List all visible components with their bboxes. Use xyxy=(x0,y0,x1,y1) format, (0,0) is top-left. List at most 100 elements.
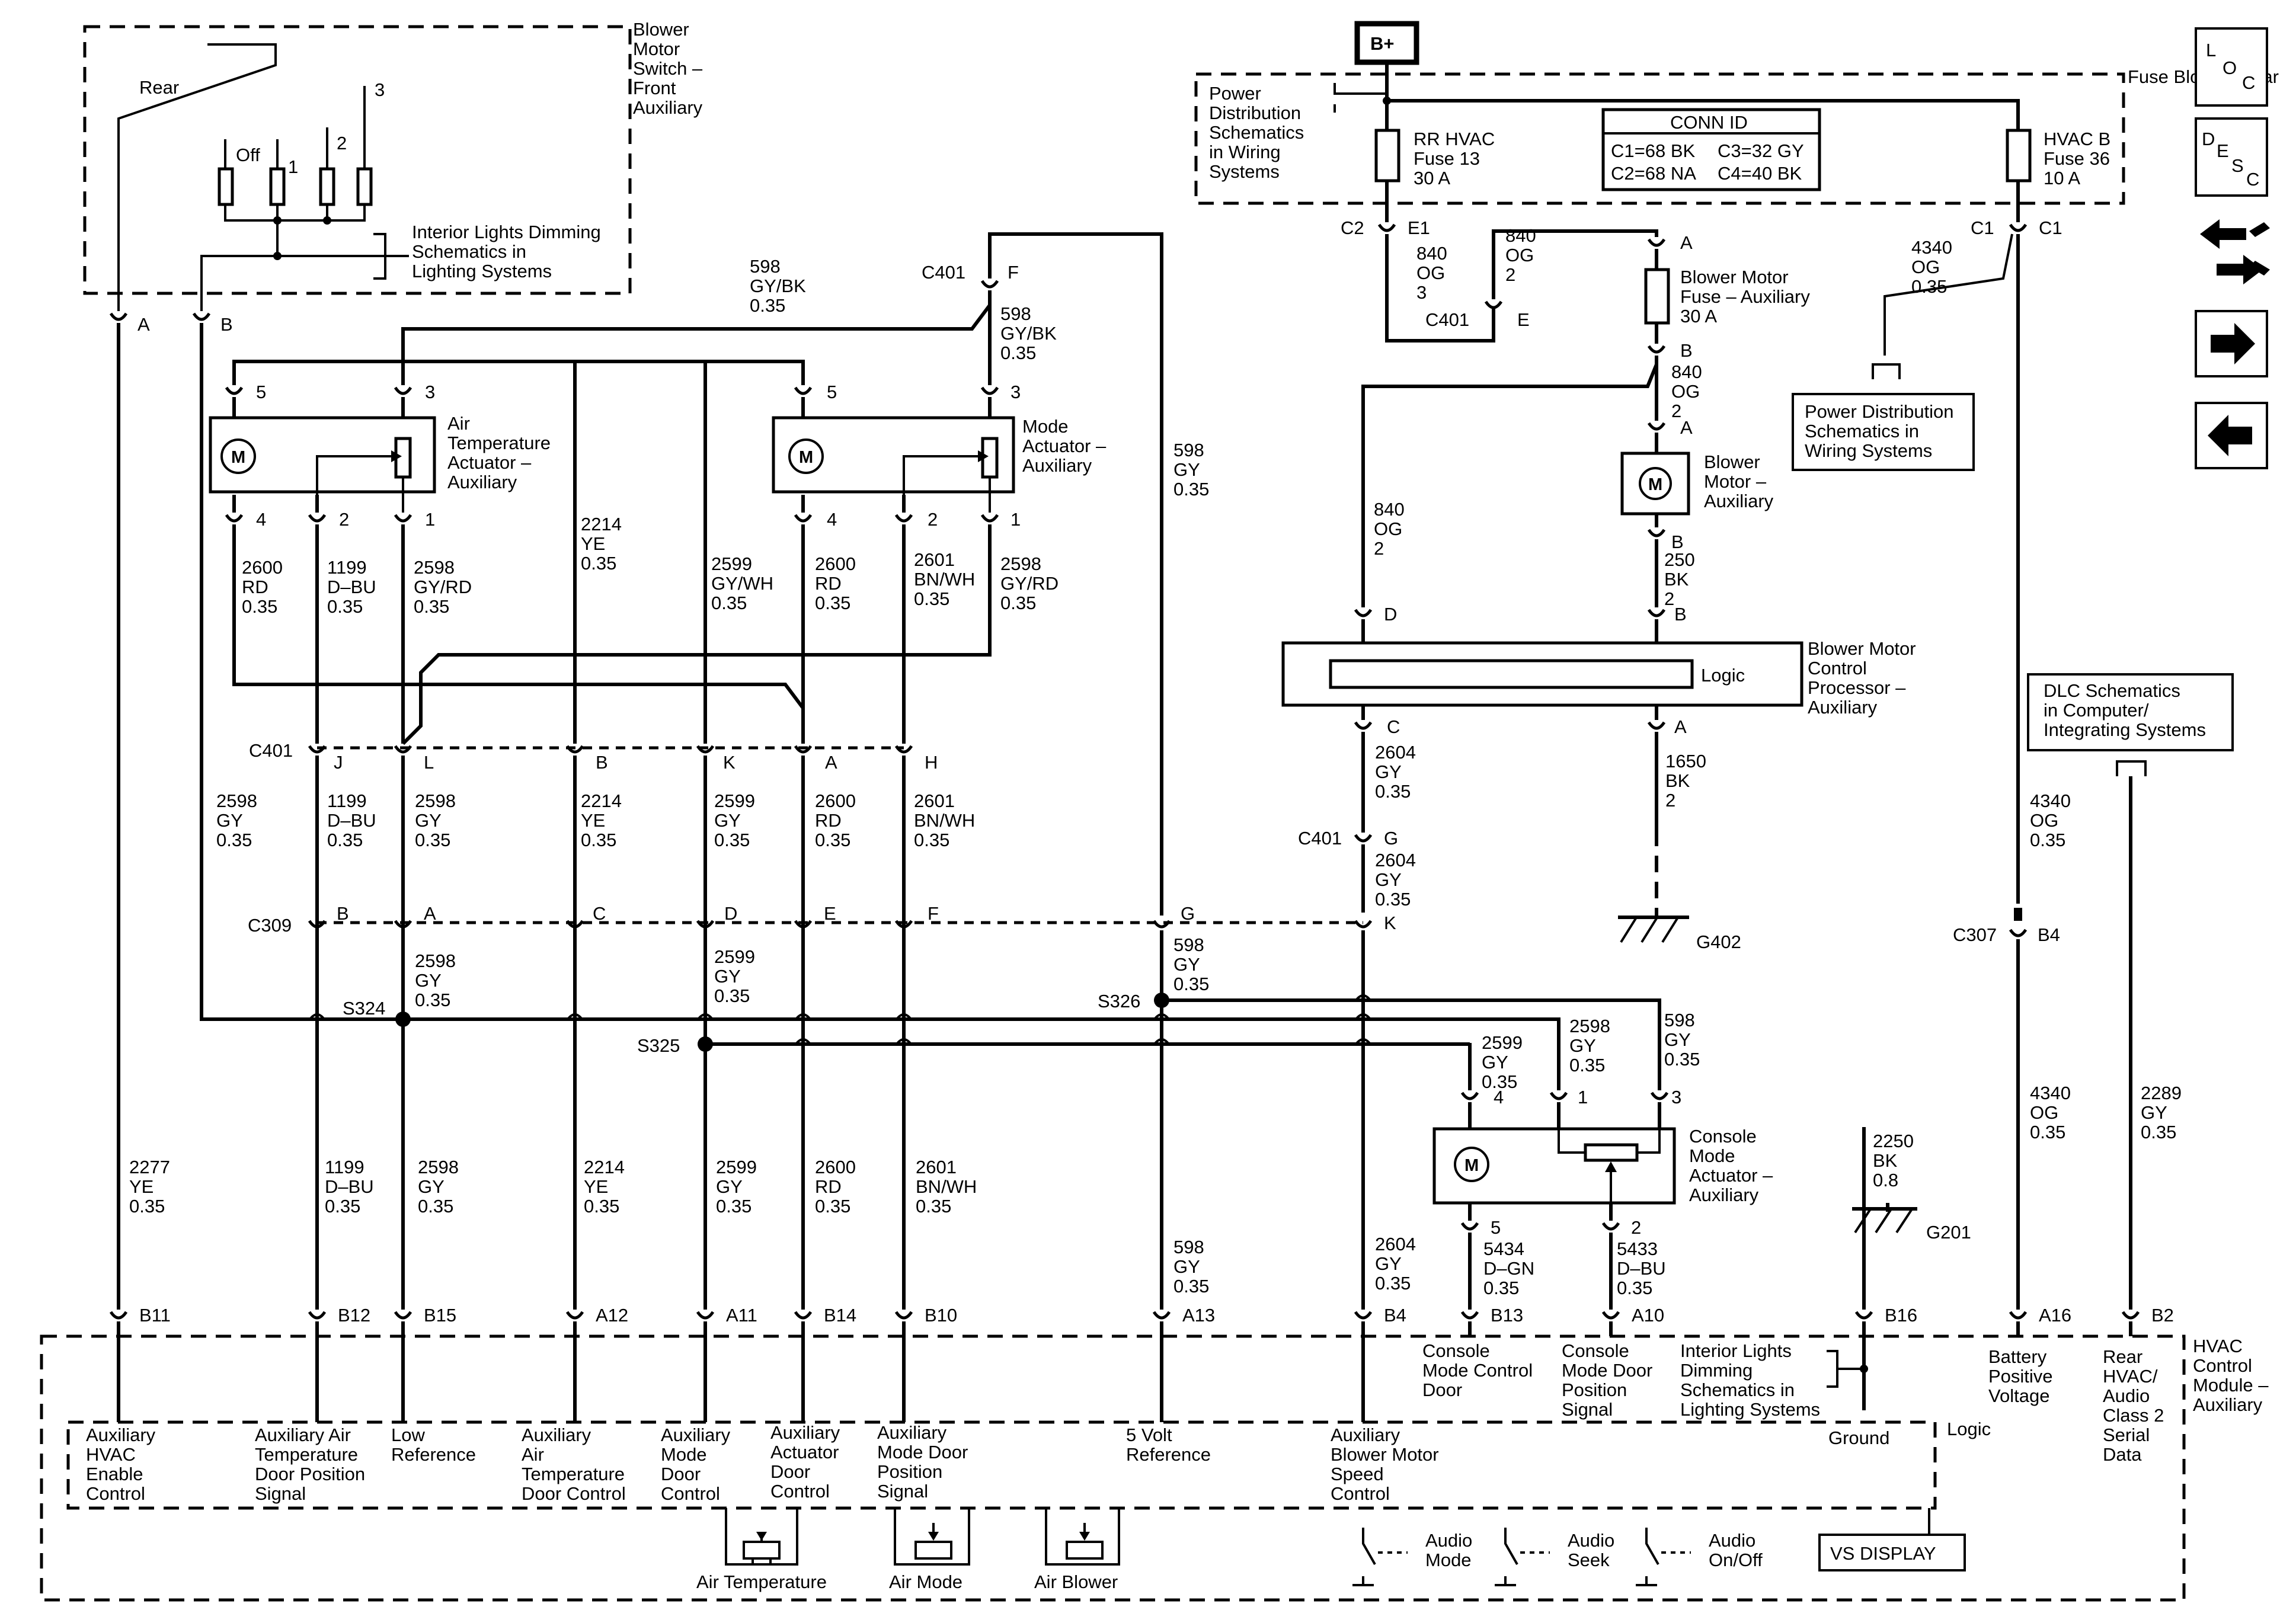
c309-name: C309 xyxy=(248,915,292,936)
func-5v-ref-1: 5 Volt xyxy=(1126,1425,1172,1445)
c401-e-name: C401 xyxy=(1425,309,1469,330)
func-blower-speed-3: Speed xyxy=(1331,1464,1384,1484)
func-blower-speed-1: Auxiliary xyxy=(1331,1425,1400,1445)
wire-840-top-size: 3 xyxy=(1416,282,1427,303)
wire-2598-a-color: GY/RD xyxy=(414,577,472,597)
func-aux-hvac-enable-4: Control xyxy=(86,1483,145,1504)
pot-air-temperature: Air Temperature xyxy=(696,1508,827,1592)
c401-connector-row: C401 J L B K A H xyxy=(249,740,938,773)
module-pin-b10: B10 xyxy=(925,1305,957,1326)
wire-598-mid-size: 0.35 xyxy=(1173,479,1209,500)
wire-840-b: 840 xyxy=(1671,361,1702,382)
func-mode-pos-1: Auxiliary xyxy=(877,1422,947,1443)
conn-id-c3: C3=32 GY xyxy=(1718,140,1804,161)
desc-button[interactable]: D E S C xyxy=(2195,117,2268,197)
wire-2601-a-size: 0.35 xyxy=(914,588,949,609)
wire-4340-top-color: OG xyxy=(1911,257,1940,277)
wire-4340-mid-color: OG xyxy=(2030,810,2058,831)
func-air-temp-pos-2: Temperature xyxy=(255,1444,358,1465)
wire-598-top-size: 0.35 xyxy=(750,295,785,316)
wire-2598-f-color: GY xyxy=(1569,1035,1596,1056)
wire-598-g-size: 0.35 xyxy=(1173,974,1209,994)
splice-s326: S326 xyxy=(1098,991,1140,1012)
wire-2598-e-size: 0.35 xyxy=(415,990,450,1010)
power-dist-1: Power xyxy=(1209,83,1261,104)
wire-2601-a: 2601 xyxy=(914,549,955,570)
wire-2214-a-color: YE xyxy=(581,533,605,554)
func-mode-ctrl-4: Control xyxy=(661,1483,720,1504)
func-mode-ctrl-2: Mode xyxy=(661,1444,707,1465)
wire-1199-c-color: D–BU xyxy=(325,1176,374,1197)
splice-s324: S324 xyxy=(343,998,385,1019)
console-label-2: Mode xyxy=(1689,1145,1735,1166)
func-console-pos-1: Console xyxy=(1562,1340,1629,1361)
wire-598-g: 598 xyxy=(1173,934,1204,955)
wire-2598-a: 2598 xyxy=(414,557,455,578)
wire-2601-a-color: BN/WH xyxy=(914,569,975,590)
arrow-left-icon[interactable] xyxy=(2195,402,2268,469)
blower-fuse-label-2: Fuse – Auxiliary xyxy=(1680,286,1810,307)
wire-2277-color: YE xyxy=(129,1176,154,1197)
c307-name: C307 xyxy=(1953,924,1997,945)
func-mode-pos-4: Signal xyxy=(877,1481,928,1502)
air-temperature-actuator: 5 3 M Air Temperature Actuator – Auxilia… xyxy=(209,344,707,744)
wire-2598-c-color: GY xyxy=(216,810,243,831)
pin-a: A xyxy=(137,314,150,335)
proc-label-1: Blower Motor xyxy=(1808,638,1916,659)
wire-2600-c-color: RD xyxy=(815,810,842,831)
module-pin-a10: A10 xyxy=(1632,1305,1664,1326)
switch-off-label: Off xyxy=(236,145,260,165)
proc-pin-c: C xyxy=(1387,716,1400,737)
func-battery-2: Positive xyxy=(1988,1366,2053,1387)
dimming-ref-1: Interior Lights Dimming xyxy=(412,222,601,242)
func-actuator-ctrl-1: Auxiliary xyxy=(770,1422,840,1443)
wire-5433-size: 0.35 xyxy=(1617,1278,1652,1298)
wire-2601-b-color: BN/WH xyxy=(914,810,975,831)
func-serial-6: Data xyxy=(2103,1444,2142,1465)
c307-pin: B4 xyxy=(2038,924,2060,945)
wire-2598-b: 2598 xyxy=(1000,553,1041,574)
wire-598-f-size: 0.35 xyxy=(1000,343,1036,363)
wire-2598-e-color: GY xyxy=(415,970,442,991)
wire-1650-size: 2 xyxy=(1665,790,1675,811)
loc-button[interactable]: L O C xyxy=(2195,27,2268,107)
connector-swap-icon[interactable] xyxy=(2200,219,2270,284)
func-actuator-ctrl-2: Actuator xyxy=(770,1442,839,1462)
c309-pin-d: D xyxy=(724,903,737,924)
mode-pin-3: 3 xyxy=(1011,382,1021,402)
wire-5434-size: 0.35 xyxy=(1483,1278,1519,1298)
vs-display: VS DISPLAY xyxy=(1830,1543,1936,1564)
func-air-temp-ctrl-2: Air xyxy=(522,1444,544,1465)
wire-2214-c-color: YE xyxy=(584,1176,608,1197)
console-label-3: Actuator – xyxy=(1689,1165,1773,1186)
wire-2277-size: 0.35 xyxy=(129,1196,165,1217)
motor-pin-b: B xyxy=(1671,532,1684,552)
loc-c: C xyxy=(2242,72,2255,93)
wire-2600-a-size: 0.35 xyxy=(242,596,277,617)
func-mode-ctrl-1: Auxiliary xyxy=(661,1425,731,1445)
wire-2598-d-color: GY xyxy=(415,810,442,831)
wire-598-g-color: GY xyxy=(1173,954,1200,975)
conn-c1-left: C1 xyxy=(1971,217,1994,238)
switch-audio-onoff-1: Audio xyxy=(1709,1530,1755,1551)
module-title-1: HVAC xyxy=(2193,1336,2243,1356)
func-dimming-4: Lighting Systems xyxy=(1680,1399,1820,1420)
module-pin-b2: B2 xyxy=(2151,1305,2174,1326)
desc-s: S xyxy=(2231,155,2244,176)
func-low-ref-2: Reference xyxy=(391,1444,476,1465)
pot-air-mode: Air Mode xyxy=(889,1508,970,1592)
func-air-temp-ctrl-4: Door Control xyxy=(522,1483,626,1504)
module-pin-b12: B12 xyxy=(338,1305,370,1326)
conn-c1-right: C1 xyxy=(2039,217,2062,238)
wire-2214-b-color: YE xyxy=(581,810,605,831)
wire-2598-g: 2598 xyxy=(418,1157,459,1177)
conn-id-c2: C2=68 NA xyxy=(1611,163,1696,184)
wire-5433: 5433 xyxy=(1617,1238,1658,1259)
console-pin-2: 2 xyxy=(1631,1217,1641,1238)
wire-2250-color: BK xyxy=(1873,1150,1898,1171)
wire-4340-top: 4340 xyxy=(1911,237,1952,258)
hvac-control-module: HVAC Control Module – Auxiliary Logic B1… xyxy=(40,1305,2269,1602)
arrow-right-icon[interactable] xyxy=(2195,310,2268,377)
proc-pin-a: A xyxy=(1674,716,1687,737)
wire-2599-e-size: 0.35 xyxy=(716,1196,752,1217)
